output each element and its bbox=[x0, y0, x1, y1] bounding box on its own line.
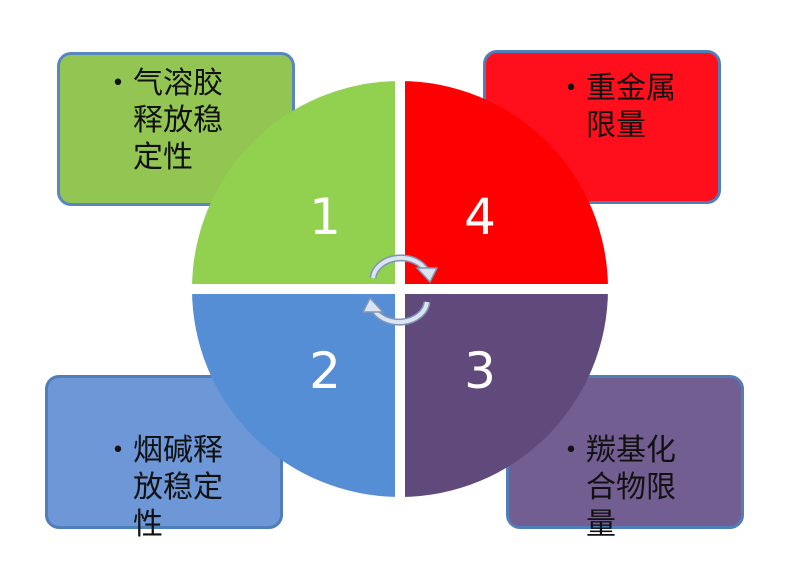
quadrant-4 bbox=[400, 81, 608, 289]
quadrant-1 bbox=[192, 81, 400, 289]
label-item-3: • 羰基化合物限量 bbox=[556, 432, 698, 543]
label-item-4: • 重金属限量 bbox=[556, 70, 698, 144]
bullet: • bbox=[564, 438, 578, 463]
bullet: • bbox=[111, 438, 125, 463]
label-text-4: 重金属限量 bbox=[586, 71, 676, 143]
label-item-1: • 气溶胶释放稳定性 bbox=[103, 65, 245, 176]
quadrant-number-3: 3 bbox=[464, 342, 496, 400]
quadrant-number-1: 1 bbox=[309, 188, 341, 246]
bullet: • bbox=[111, 71, 125, 96]
quadrant-3 bbox=[400, 289, 608, 497]
label-box-1 bbox=[57, 52, 295, 206]
label-text-3: 羰基化合物限量 bbox=[586, 433, 676, 542]
bullet: • bbox=[564, 76, 578, 101]
cycle-arrows-icon bbox=[361, 254, 439, 326]
label-item-2: • 烟碱释放稳定性 bbox=[103, 432, 245, 543]
quadrant-2 bbox=[192, 289, 400, 497]
label-text-1: 气溶胶释放稳定性 bbox=[133, 66, 223, 175]
label-text-2: 烟碱释放稳定性 bbox=[133, 433, 223, 542]
quadrant-number-2: 2 bbox=[309, 342, 341, 400]
quadrant-number-4: 4 bbox=[464, 188, 496, 246]
